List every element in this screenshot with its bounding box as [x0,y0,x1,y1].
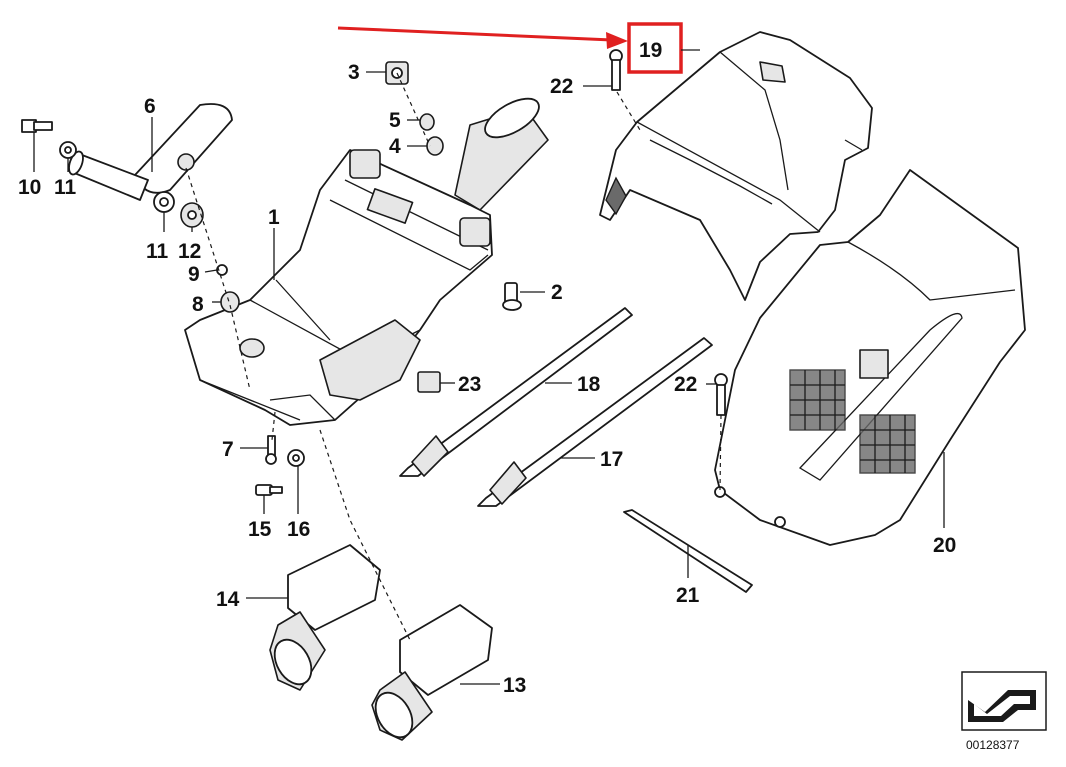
label-part-15: 15 [248,518,272,541]
leader-lines [33,49,945,685]
highlight-box [627,22,683,74]
label-part-8: 8 [192,293,204,316]
part-14-adjust-motor [269,544,381,691]
label-part-19: 19 [639,39,662,62]
label-part-13: 13 [503,674,526,697]
label-part-23: 23 [458,373,481,396]
label-part-21: 21 [676,584,700,607]
part-4-bushing [426,136,444,156]
label-part-4: 4 [389,135,401,158]
label-part-22-upper: 22 [550,75,573,98]
assembly-guide-lines [185,72,722,641]
part-12-nut [180,202,204,228]
part-10-bolt [21,119,53,133]
label-part-2: 2 [551,281,563,304]
column-shaft-tube [454,97,549,211]
part-17-shaft [477,337,713,507]
label-part-16: 16 [287,518,310,541]
highlight-arrow [337,26,613,42]
label-part-10: 10 [18,176,41,199]
part-23-block [417,371,441,393]
label-part-9: 9 [188,263,200,286]
part-11-washer-upper [59,141,77,159]
label-part-22-lower: 22 [674,373,697,396]
part-1-column-bracket [184,149,493,426]
part-20-lower-column-trim [714,169,1026,546]
highlight-arrow-head [606,32,628,49]
part-16-washer [287,449,305,467]
part-11-washer-lower [153,191,175,213]
part-19-upper-column-trim [599,31,873,301]
highlight-annotation [337,22,683,74]
reference-icon-box: 00128377 [961,671,1047,752]
part-number-labels: 1 2 3 4 5 6 7 8 9 10 11 11 12 13 14 15 1… [18,39,956,697]
reference-number: 00128377 [966,738,1020,752]
label-part-5: 5 [389,109,401,132]
part-13-adjust-motor [371,604,493,741]
label-part-18: 18 [577,373,601,396]
trim-vent-right [859,414,916,474]
label-part-12: 12 [178,240,201,263]
label-part-14: 14 [216,588,240,611]
label-part-11-lower: 11 [146,240,169,263]
label-part-6: 6 [144,95,156,118]
label-part-7: 7 [222,438,234,461]
part-2-bolt [502,282,522,311]
part-6-adjustment-lever [68,103,233,201]
part-18-shaft [399,307,633,477]
part-15-screw [255,484,283,496]
part-5-grommet [419,113,435,131]
part-22-screw-upper [609,49,623,91]
part-7-screw [265,435,277,465]
label-part-3: 3 [348,61,360,84]
label-part-20: 20 [933,534,956,557]
part-8-nut [220,291,240,313]
part-22-screw-lower [714,373,728,416]
label-part-1: 1 [268,206,280,229]
label-part-11-upper: 11 [54,176,77,199]
trim-vent-left [789,369,846,431]
label-part-17: 17 [600,448,623,471]
